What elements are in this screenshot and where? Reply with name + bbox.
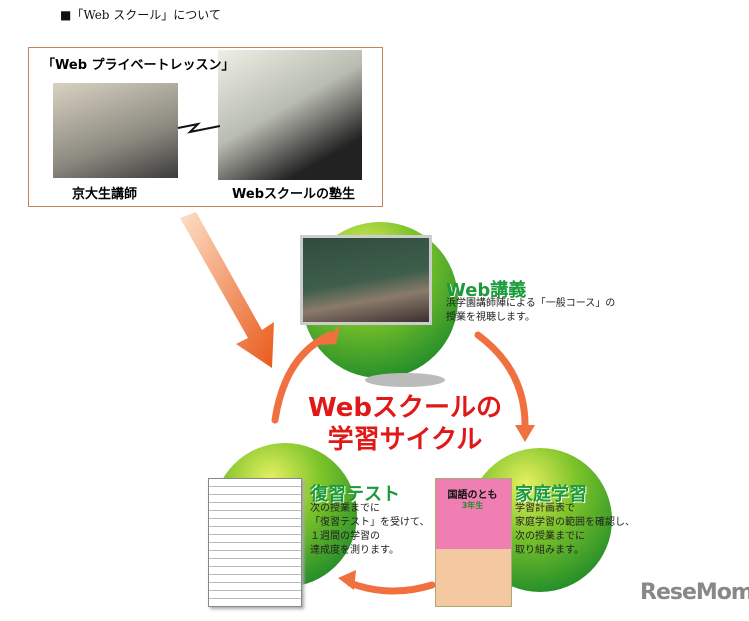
home-desc-line: 家庭学習の範囲を確認し、 xyxy=(515,517,635,528)
review-desc-line: 次の授業までに xyxy=(310,503,380,514)
student-caption: Webスクールの塾生 xyxy=(232,187,355,202)
private-lesson-title: 「Web プライベートレッスン」 xyxy=(42,58,235,73)
cycle-title-line1: Webスクールの xyxy=(308,393,502,423)
lecture-title: Web講義 xyxy=(446,280,527,301)
review-test-desc: 次の授業までに 「復習テスト」を受けて、 １週間の学習の 達成度を測ります。 xyxy=(310,502,430,558)
tutor-photo xyxy=(53,83,178,178)
home-study-desc: 学習計画表で 家庭学習の範囲を確認し、 次の授業までに 取り組みます。 xyxy=(515,502,635,558)
lecture-photo xyxy=(300,235,432,325)
book-grade: 3年生 xyxy=(461,501,484,510)
private-lesson-box xyxy=(28,47,383,207)
lecture-shadow xyxy=(365,373,445,387)
tutor-caption: 京大生講師 xyxy=(72,187,138,202)
arrow-lecture-to-home xyxy=(474,331,529,429)
lecture-desc: 浜学園講師陣による「一般コース」の 授業を視聴します。 xyxy=(446,297,615,325)
section-heading: ■「Web スクール」について xyxy=(60,8,221,22)
book-title: 国語のとも xyxy=(447,490,498,501)
review-desc-line: 「復習テスト」を受けて、 xyxy=(310,517,430,528)
lecture-desc-line: 浜学園講師陣による「一般コース」の xyxy=(446,298,616,309)
lecture-desc-line: 授業を視聴します。 xyxy=(446,312,535,323)
review-test-title: 復習テスト xyxy=(310,484,400,505)
resemom-logo: ReseMom xyxy=(640,580,749,605)
textbook xyxy=(435,478,512,607)
cycle-title: Webスクールの 学習サイクル xyxy=(290,392,520,456)
arrow-review-to-lecture xyxy=(271,331,334,424)
home-desc-line: 取り組みます。 xyxy=(515,545,584,556)
review-test-paper xyxy=(208,478,302,607)
student-photo xyxy=(218,50,362,180)
home-study-title: 家庭学習 xyxy=(515,484,587,505)
connection-zigzag-icon xyxy=(177,122,221,134)
review-desc-line: 達成度を測ります。 xyxy=(310,545,399,556)
arrow-home-to-review xyxy=(346,579,436,595)
home-desc-line: 次の授業までに xyxy=(515,531,585,542)
home-desc-line: 学習計画表で xyxy=(515,503,575,514)
cycle-title-line2: 学習サイクル xyxy=(327,425,483,455)
review-desc-line: １週間の学習の xyxy=(310,531,380,542)
intro-arrow xyxy=(180,212,274,368)
